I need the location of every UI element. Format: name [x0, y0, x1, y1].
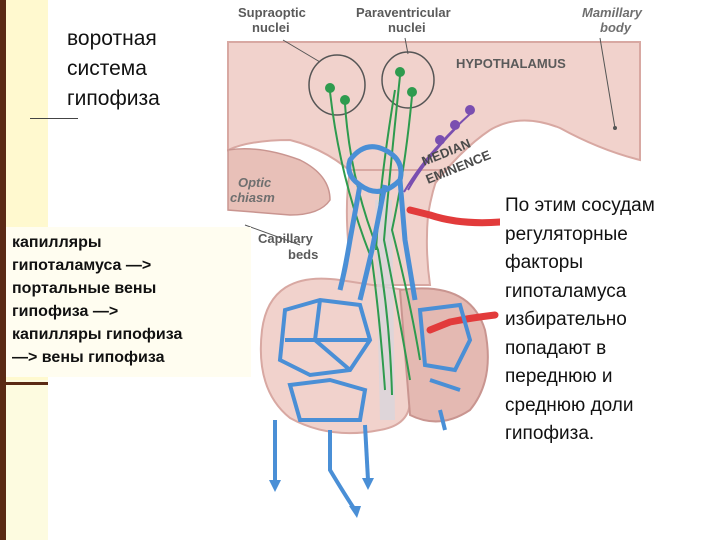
explanation-note: По этим сосудам регуляторные факторы гип… — [500, 188, 720, 458]
title-line: воротная — [67, 24, 237, 54]
explanation-line: среднюю доли — [505, 392, 720, 421]
explanation-line: факторы — [505, 249, 720, 278]
hypophyseal-vein-2 — [330, 430, 355, 510]
label-capillary-2: beds — [288, 247, 318, 262]
label-supraoptic-1: Supraoptic — [238, 5, 306, 20]
explanation-line: По этим сосудам — [505, 192, 720, 221]
label-optic-2: chiasm — [230, 190, 275, 205]
label-optic-1: Optic — [238, 175, 272, 190]
pathway-line: —> вены гипофиза — [12, 346, 245, 369]
explanation-line: гипоталамуса — [505, 278, 720, 307]
explanation-line: регуляторные — [505, 221, 720, 250]
explanation-line: гипофиза. — [505, 420, 720, 449]
pathway-line: капилляры — [12, 231, 245, 254]
title-line: система — [67, 54, 237, 84]
label-mamillary-1: Mamillary — [582, 5, 643, 20]
label-hypothalamus: HYPOTHALAMUS — [456, 56, 566, 71]
label-paraventricular-1: Paraventricular — [356, 5, 451, 20]
pathway-line: капилляры гипофиза — [12, 323, 245, 346]
label-supraoptic-2: nuclei — [252, 20, 290, 35]
pathway-line: портальные вены — [12, 277, 245, 300]
hypophyseal-vein-3 — [365, 425, 368, 480]
title-line: гипофиза — [67, 84, 237, 114]
pathway-line: гипофиза —> — [12, 300, 245, 323]
label-mamillary-2: body — [600, 20, 632, 35]
pathway-line: гипоталамуса —> — [12, 254, 245, 277]
slide-title: воротная система гипофиза — [67, 24, 237, 114]
pathway-note: капилляры гипоталамуса —> портальные вен… — [6, 227, 251, 377]
explanation-line: попадают в — [505, 335, 720, 364]
label-paraventricular-2: nuclei — [388, 20, 426, 35]
explanation-line: переднюю и — [505, 363, 720, 392]
explanation-line: избирательно — [505, 306, 720, 335]
label-capillary-1: Capillary — [258, 231, 314, 246]
